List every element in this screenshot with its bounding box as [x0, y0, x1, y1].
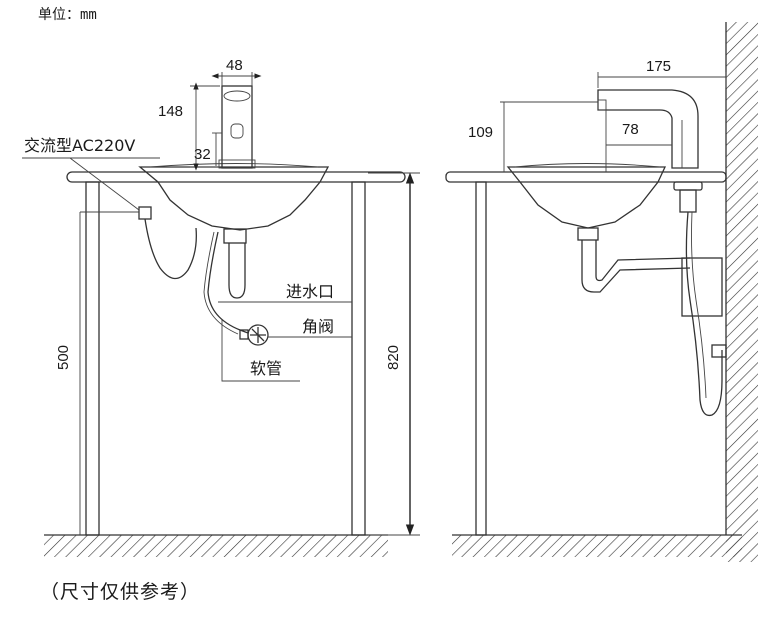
dim-spout-width: 48 [226, 57, 243, 74]
callout-inlet: 进水口 [286, 282, 335, 301]
front-view [22, 72, 420, 557]
callout-angle-valve: 角阀 [302, 317, 335, 336]
units-label: 单位：mm [38, 7, 97, 23]
junction-box [138, 206, 152, 220]
footer-note: （尺寸仅供参考） [40, 581, 201, 603]
dim-faucet-height: 148 [158, 103, 184, 120]
callout-hose: 软管 [250, 359, 283, 378]
dim-junction-height: 500 [55, 344, 72, 370]
dim-spout-reach: 78 [622, 121, 639, 138]
control-box [681, 257, 723, 317]
front-counter [66, 171, 406, 183]
dim-spout-height: 109 [468, 124, 494, 141]
side-counter [445, 171, 727, 183]
side-faucet [597, 89, 699, 169]
callout-power: 交流型AC220V [24, 136, 136, 155]
dim-counter-height: 820 [385, 344, 402, 370]
side-floor-hatch [452, 535, 742, 557]
front-faucet [221, 85, 253, 169]
front-basin [138, 166, 330, 231]
dim-base-height: 32 [194, 146, 211, 163]
front-floor-hatch [44, 535, 388, 557]
dim-reach-total: 175 [646, 58, 672, 75]
wall-hatch [726, 22, 758, 562]
side-view [445, 22, 758, 562]
